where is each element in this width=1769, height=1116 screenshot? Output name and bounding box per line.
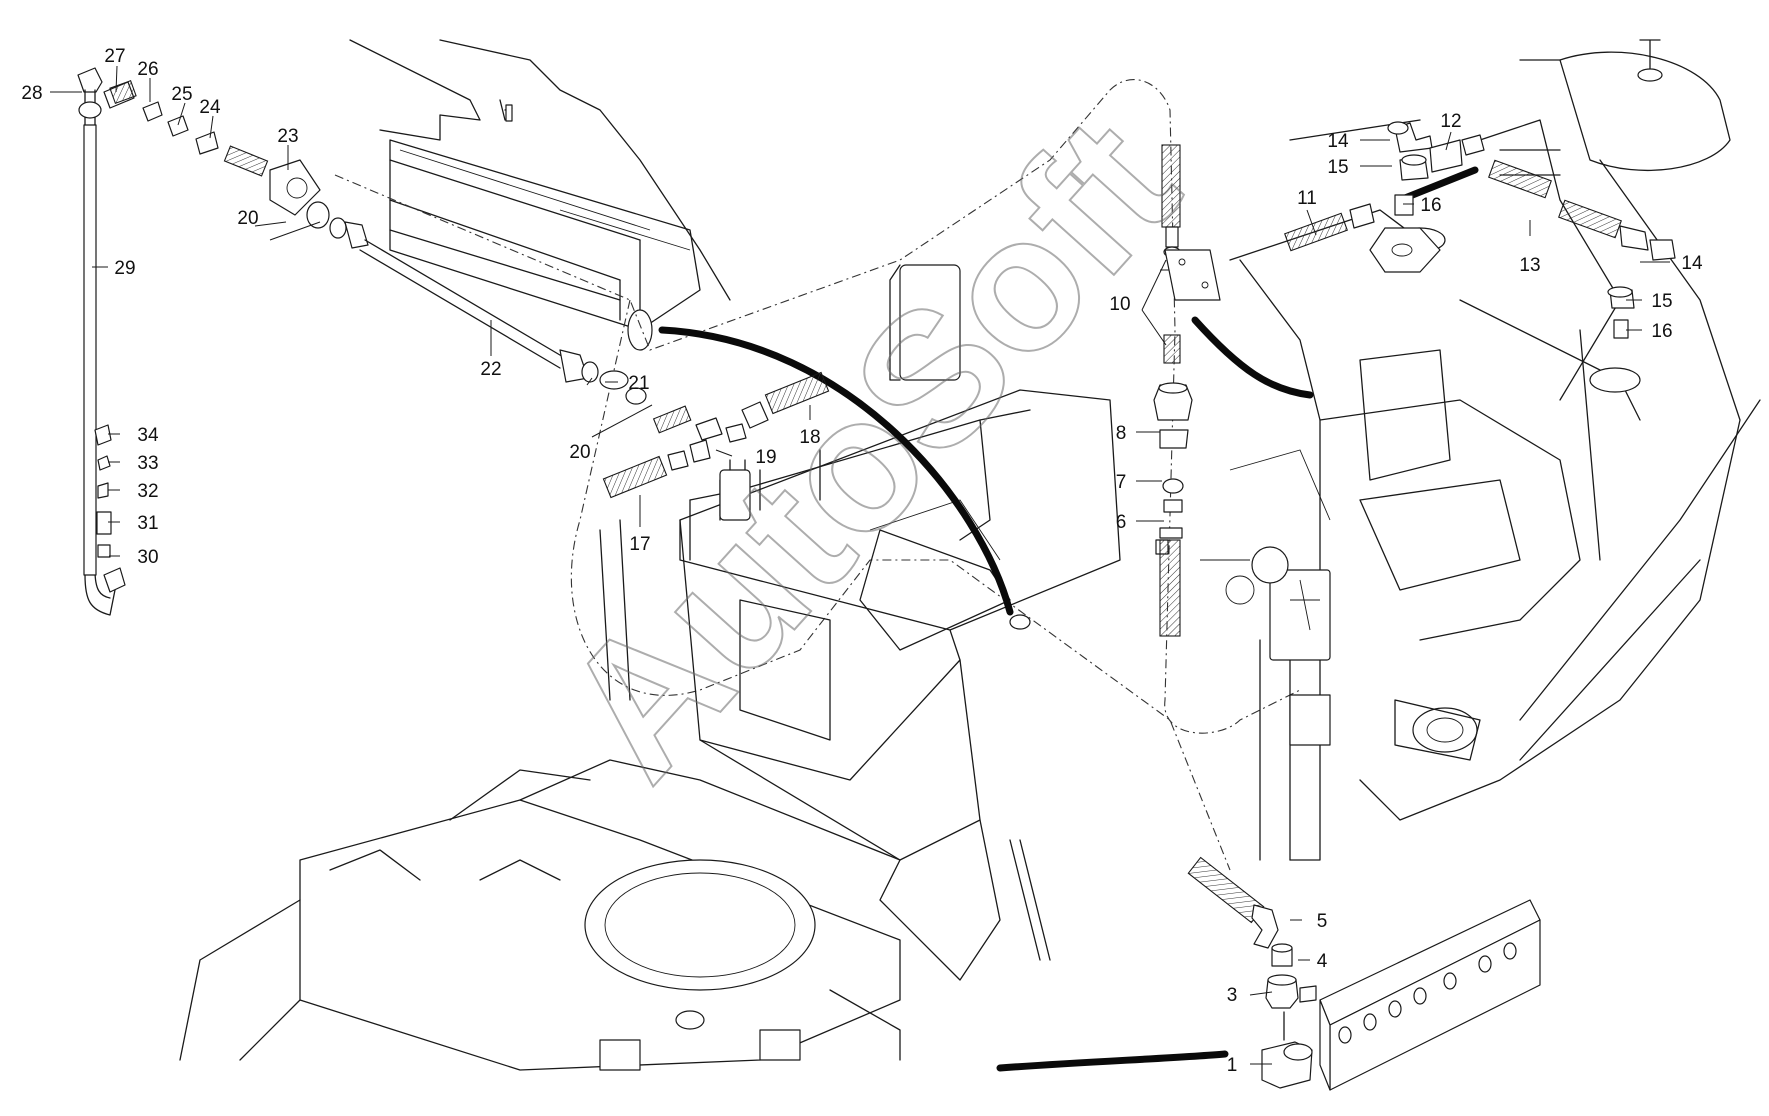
lower-platform	[179, 759, 1051, 1071]
callout-16-lower: 16	[1651, 321, 1672, 342]
callout-22: 22	[480, 359, 501, 380]
callout-6: 6	[1116, 512, 1127, 533]
callout-21: 21	[628, 373, 649, 394]
callout-15-upper: 15	[1327, 157, 1348, 178]
callout-28: 28	[21, 83, 42, 104]
callout-3: 3	[1227, 985, 1238, 1006]
callout-34: 34	[137, 425, 159, 446]
callout-29: 29	[114, 258, 135, 279]
upper-left-fittings	[103, 80, 647, 405]
callout-labels: 1 3 4 5 6 7 8 10 11 12 13 14 14 15 15 16…	[21, 46, 1703, 1076]
callout-17: 17	[629, 534, 650, 555]
junction-block	[1319, 899, 1541, 1091]
pressure-line-right	[1191, 316, 1314, 399]
main-frame	[599, 264, 1121, 981]
callout-11: 11	[1297, 188, 1317, 209]
callout-5: 5	[1317, 911, 1328, 932]
callout-14-lower: 14	[1681, 253, 1703, 274]
callout-25: 25	[171, 84, 192, 105]
callout-14-upper: 14	[1327, 131, 1349, 152]
callout-7: 7	[1116, 472, 1127, 493]
callout-19: 19	[755, 447, 776, 468]
callout-15-lower: 15	[1651, 291, 1672, 312]
callout-27: 27	[104, 46, 125, 67]
pressure-line-lower	[996, 1050, 1229, 1072]
left-pipe-assembly	[77, 67, 126, 616]
callout-20-upper: 20	[237, 208, 258, 229]
callout-13: 13	[1519, 255, 1540, 276]
callout-26: 26	[137, 59, 158, 80]
lower-right-fittings	[1187, 856, 1317, 1089]
callout-30: 30	[137, 547, 158, 568]
callout-8: 8	[1116, 423, 1127, 444]
callout-33: 33	[137, 453, 158, 474]
vertical-hose-assembly	[1153, 144, 1221, 637]
callout-4: 4	[1317, 951, 1328, 972]
callout-24: 24	[199, 97, 221, 118]
pressure-line-main	[658, 326, 1014, 616]
routing-outline	[334, 79, 1301, 871]
callout-12: 12	[1440, 111, 1461, 132]
boom-structure	[1200, 39, 1761, 861]
callout-16-upper: 16	[1420, 195, 1441, 216]
callout-23: 23	[277, 126, 298, 147]
callout-18: 18	[799, 427, 820, 448]
upper-tank-assembly	[349, 39, 731, 351]
upper-right-fittings	[1284, 121, 1676, 339]
callout-31: 31	[137, 513, 158, 534]
callout-20-lower: 20	[569, 442, 590, 463]
callout-1: 1	[1227, 1055, 1238, 1076]
callout-32: 32	[137, 481, 158, 502]
callout-leaders	[50, 65, 1670, 1065]
middle-hose-fittings	[602, 371, 830, 499]
callout-10: 10	[1109, 294, 1130, 315]
